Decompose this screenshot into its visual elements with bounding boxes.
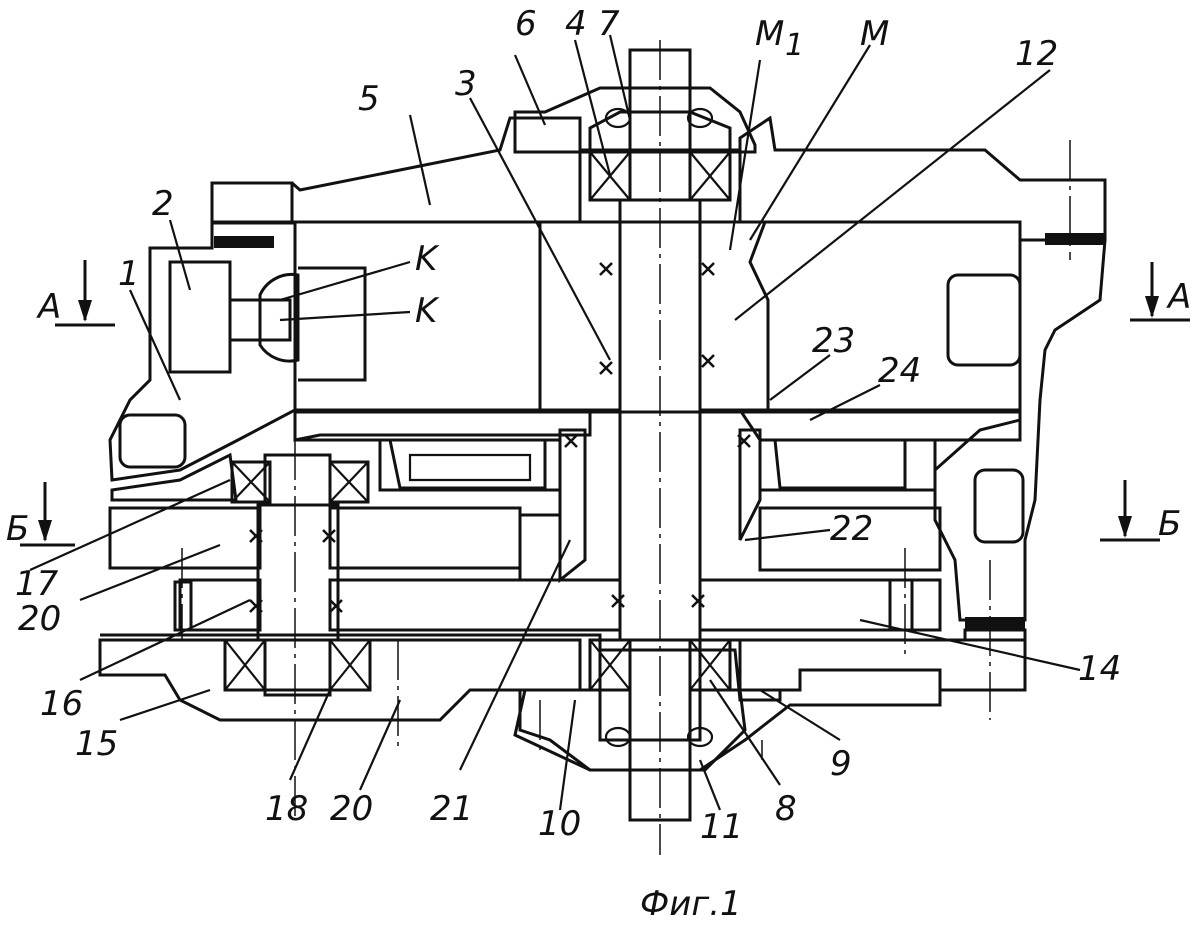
label-4: 4 — [565, 4, 587, 44]
label-m1: M — [755, 14, 784, 54]
label-24: 24 — [878, 351, 921, 391]
label-2: 2 — [152, 184, 174, 224]
section-a-left: А — [36, 287, 61, 327]
label-15: 15 — [75, 724, 118, 764]
section-a-right: А — [1166, 277, 1191, 317]
label-22: 22 — [830, 509, 873, 549]
label-m1-subscript: 1 — [785, 28, 804, 63]
fit-marks — [249, 262, 751, 613]
label-5: 5 — [358, 79, 380, 119]
label-23: 23 — [812, 321, 855, 361]
bolt-axes — [181, 140, 1071, 760]
label-16: 16 — [40, 684, 83, 724]
top-bearing-cap — [513, 86, 757, 154]
label-8: 8 — [775, 789, 797, 829]
label-10: 10 — [538, 804, 581, 844]
bottom-housing — [98, 628, 1027, 772]
label-m: M — [860, 14, 889, 54]
section-letters: А А Б Б — [6, 277, 1191, 549]
label-9: 9 — [830, 744, 852, 784]
left-housing — [108, 220, 300, 502]
label-14: 14 — [1078, 649, 1121, 689]
rotor-chamber — [293, 220, 1022, 414]
middle-housing — [295, 438, 937, 492]
leader-lines — [29, 34, 1081, 811]
main-shaft — [618, 40, 702, 855]
upper-gear-plate — [108, 428, 942, 584]
part-labels: 1 2 3 4 5 6 7 M 1 M 12 K K 23 24 22 17 2… — [15, 4, 1121, 847]
planet-upper-bearing — [230, 460, 370, 504]
rotor-hub-right — [698, 220, 770, 412]
label-7: 7 — [598, 4, 620, 44]
planet-pin — [256, 440, 340, 820]
label-1: 1 — [118, 254, 140, 294]
label-20-bottom: 20 — [330, 789, 373, 829]
label-k-upper: K — [415, 239, 440, 279]
middle-plate — [293, 408, 1022, 442]
label-k-lower: K — [415, 291, 440, 331]
label-3: 3 — [455, 64, 477, 104]
label-12: 12 — [1015, 34, 1058, 74]
section-arrows — [20, 260, 1190, 547]
label-21: 21 — [430, 789, 473, 829]
right-housing — [933, 233, 1107, 629]
section-b-right: Б — [1158, 504, 1181, 544]
lower-gear-plate — [173, 578, 942, 632]
planet-lower-bearing — [223, 638, 372, 692]
label-11: 11 — [700, 807, 743, 847]
label-18: 18 — [265, 789, 308, 829]
label-17: 17 — [15, 564, 59, 604]
figure-caption: Фиг.1 — [640, 884, 742, 924]
label-20-left: 20 — [18, 599, 61, 639]
label-6: 6 — [515, 4, 537, 44]
bottom-seal — [604, 726, 714, 748]
section-b-left: Б — [6, 509, 29, 549]
